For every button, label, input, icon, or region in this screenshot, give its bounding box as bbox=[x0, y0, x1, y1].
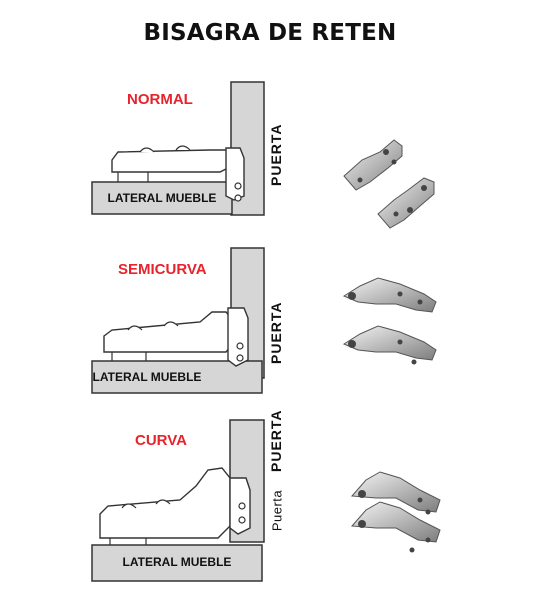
diagram-title: BISAGRA DE RETEN bbox=[143, 20, 397, 46]
cabinet-label: LATERAL MUEBLE bbox=[107, 191, 217, 205]
hinge-arm bbox=[103, 311, 237, 353]
panel-curva-drawing bbox=[91, 419, 265, 582]
cabinet-side-panel bbox=[91, 360, 263, 394]
door-label: PUERTA bbox=[268, 301, 284, 364]
hinge-photo-semicurva bbox=[342, 277, 437, 365]
type-label-normal: NORMAL bbox=[127, 91, 193, 108]
cabinet-label: LATERAL MUEBLE bbox=[122, 555, 232, 569]
door-label: PUERTA bbox=[268, 409, 284, 472]
type-label-curva: CURVA bbox=[135, 432, 187, 449]
type-label-semicurva: SEMICURVA bbox=[118, 261, 207, 278]
hinge-arm bbox=[111, 149, 233, 173]
cabinet-label: LATERAL MUEBLE bbox=[92, 370, 202, 384]
hinge-photo-normal bbox=[343, 139, 435, 229]
panel-normal-drawing bbox=[91, 81, 265, 216]
cabinet-side-panel bbox=[91, 544, 263, 582]
hinge-photo-curva bbox=[350, 471, 441, 553]
door-sublabel: Puerta bbox=[269, 489, 285, 532]
panel-semicurva-drawing bbox=[91, 247, 265, 394]
cabinet-side-panel bbox=[91, 181, 233, 215]
door-label: PUERTA bbox=[268, 123, 284, 186]
